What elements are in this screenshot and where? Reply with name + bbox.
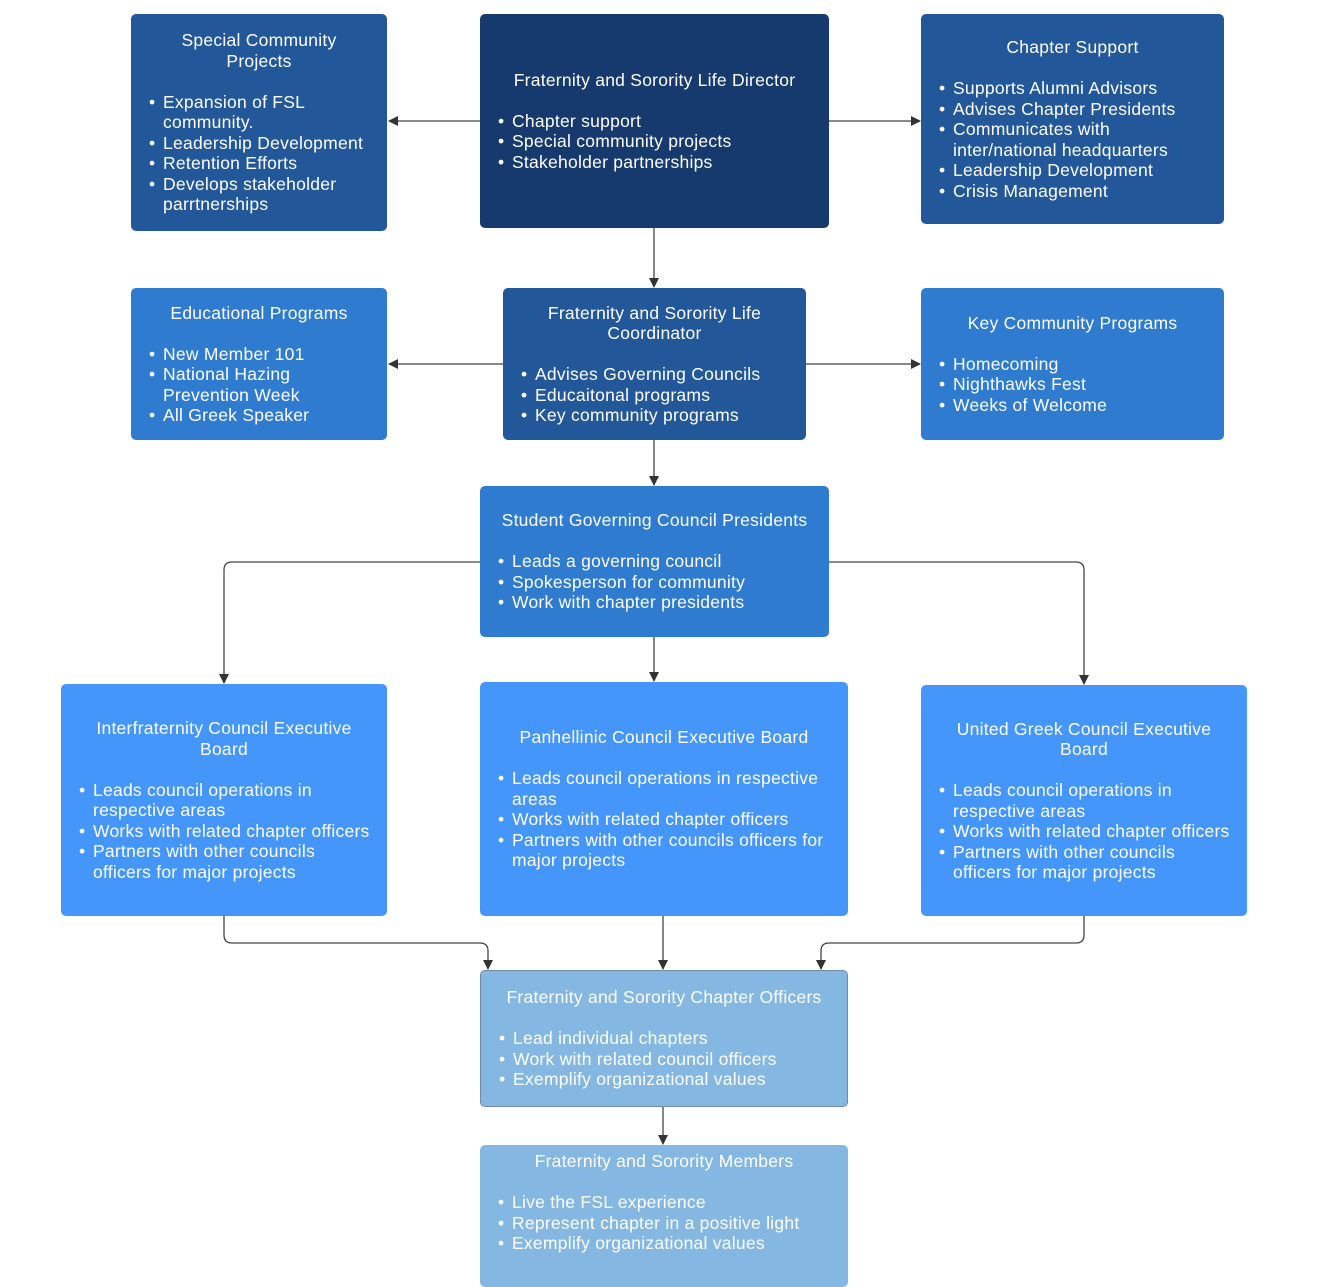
bullet-item: Exemplify organizational values (499, 1069, 837, 1090)
node-student-governing-council-presidents[interactable]: Student Governing Council PresidentsLead… (480, 486, 829, 637)
bullet-item: Nighthawks Fest (939, 374, 1214, 395)
node-title: Fraternity and Sorority Chapter Officers (506, 987, 822, 1008)
bullet-item: Stakeholder partnerships (498, 152, 819, 173)
bullet-item: Leads council operations in respective a… (939, 780, 1237, 821)
bullet-item: Spokesperson for community (498, 572, 819, 593)
bullet-item: National Hazing Prevention Week (149, 364, 377, 405)
bullet-item: Chapter support (498, 111, 819, 132)
bullet-item: Crisis Management (939, 181, 1214, 202)
node-bullet-list: Supports Alumni AdvisorsAdvises Chapter … (939, 78, 1214, 201)
node-bullet-list: Expansion of FSL community.Leadership De… (149, 92, 377, 215)
node-members[interactable]: Fraternity and Sorority MembersLive the … (480, 1145, 848, 1287)
node-special-community-projects[interactable]: Special Community Projects Expansion of … (131, 14, 387, 231)
node-fsl-coordinator[interactable]: Fraternity and Sorority Life Coordinator… (503, 288, 806, 440)
node-bullet-list: Live the FSL experienceRepresent chapter… (498, 1192, 838, 1254)
bullet-item: Partners with other councils officers fo… (79, 841, 377, 882)
bullet-item: Leadership Development (939, 160, 1214, 181)
node-ugc-executive-board[interactable]: United Greek Council Executive BoardLead… (921, 685, 1247, 916)
edge-student-gov-ifc (219, 561, 480, 684)
edge-student-gov-ugc (829, 561, 1089, 685)
node-title: United Greek Council Executive Board (956, 718, 1212, 760)
bullet-item: Weeks of Welcome (939, 395, 1214, 416)
bullet-item: Lead individual chapters (499, 1028, 837, 1049)
node-chapter-support[interactable]: Chapter SupportSupports Alumni AdvisorsA… (921, 14, 1224, 224)
bullet-item: All Greek Speaker (149, 405, 377, 426)
node-educational-programs[interactable]: Educational ProgramsNew Member 101Nation… (131, 288, 387, 440)
node-bullet-list: Leads council operations in respective a… (79, 780, 377, 883)
node-title: Fraternity and Sorority Members (534, 1151, 794, 1171)
node-bullet-list: HomecomingNighthawks FestWeeks of Welcom… (939, 354, 1214, 416)
bullet-item: Partners with other councils officers fo… (498, 830, 838, 871)
node-title: Key Community Programs (967, 312, 1178, 333)
bullet-item: Work with related council officers (499, 1049, 837, 1070)
node-ifc-executive-board[interactable]: Interfraternity Council Executive BoardL… (61, 684, 387, 916)
bullet-item: Leads council operations in respective a… (498, 768, 838, 809)
bullet-item: Communicates with inter/national headqua… (939, 119, 1214, 160)
bullet-item: Retention Efforts (149, 153, 377, 174)
node-title: Special Community Projects (181, 30, 337, 71)
bullet-item: Leads council operations in respective a… (79, 780, 377, 821)
bullet-item: Leads a governing council (498, 551, 819, 572)
node-bullet-list: Leads a governing councilSpokesperson fo… (498, 551, 819, 613)
bullet-item: Partners with other councils officers fo… (939, 842, 1237, 883)
node-chapter-officers[interactable]: Fraternity and Sorority Chapter Officers… (480, 970, 848, 1107)
edge-ugc-officers (816, 916, 1085, 970)
node-bullet-list: New Member 101National Hazing Prevention… (149, 344, 377, 426)
node-bullet-list: Lead individual chaptersWork with relate… (499, 1028, 837, 1090)
bullet-item: Educaitonal programs (521, 385, 796, 406)
bullet-item: Exemplify organizational values (498, 1233, 838, 1254)
node-key-community-programs[interactable]: Key Community ProgramsHomecomingNighthaw… (921, 288, 1224, 440)
bullet-item: Leadership Development (149, 133, 377, 154)
bullet-item: Works with related chapter officers (79, 821, 377, 842)
bullet-item: Supports Alumni Advisors (939, 78, 1214, 99)
bullet-item: Advises Chapter Presidents (939, 99, 1214, 120)
bullet-item: Homecoming (939, 354, 1214, 375)
bullet-item: Works with related chapter officers (498, 809, 838, 830)
node-title: Student Governing Council Presidents (501, 510, 808, 531)
node-title: Chapter Support (1006, 37, 1139, 57)
node-title: Panhellinic Council Executive Board (519, 727, 809, 748)
bullet-item: Live the FSL experience (498, 1192, 838, 1213)
bullet-item: Expansion of FSL community. (149, 92, 377, 133)
bullet-item: Key community programs (521, 405, 796, 426)
node-title: Fraternity and Sorority Life Coordinator (547, 302, 762, 344)
node-title: Interfraternity Council Executive Board (96, 718, 352, 759)
node-title: Fraternity and Sorority Life Director (513, 69, 796, 90)
bullet-item: Represent chapter in a positive light (498, 1213, 838, 1234)
edge-ifc-officers (223, 916, 493, 970)
node-bullet-list: Advises Governing CouncilsEducaitonal pr… (521, 364, 796, 426)
bullet-item: New Member 101 (149, 344, 377, 365)
node-fsl-director[interactable]: Fraternity and Sorority Life DirectorCha… (480, 14, 829, 228)
node-bullet-list: Leads council operations in respective a… (498, 768, 838, 871)
node-title: Educational Programs (170, 302, 348, 323)
bullet-item: Works with related chapter officers (939, 821, 1237, 842)
node-panhellenic-executive-board[interactable]: Panhellinic Council Executive BoardLeads… (480, 682, 848, 916)
bullet-item: Special community projects (498, 131, 819, 152)
node-bullet-list: Chapter supportSpecial community project… (498, 111, 819, 173)
node-bullet-list: Leads council operations in respective a… (939, 780, 1237, 883)
bullet-item: Advises Governing Councils (521, 364, 796, 385)
bullet-item: Develops stakeholder parrtnerships (149, 174, 377, 215)
bullet-item: Work with chapter presidents (498, 592, 819, 613)
